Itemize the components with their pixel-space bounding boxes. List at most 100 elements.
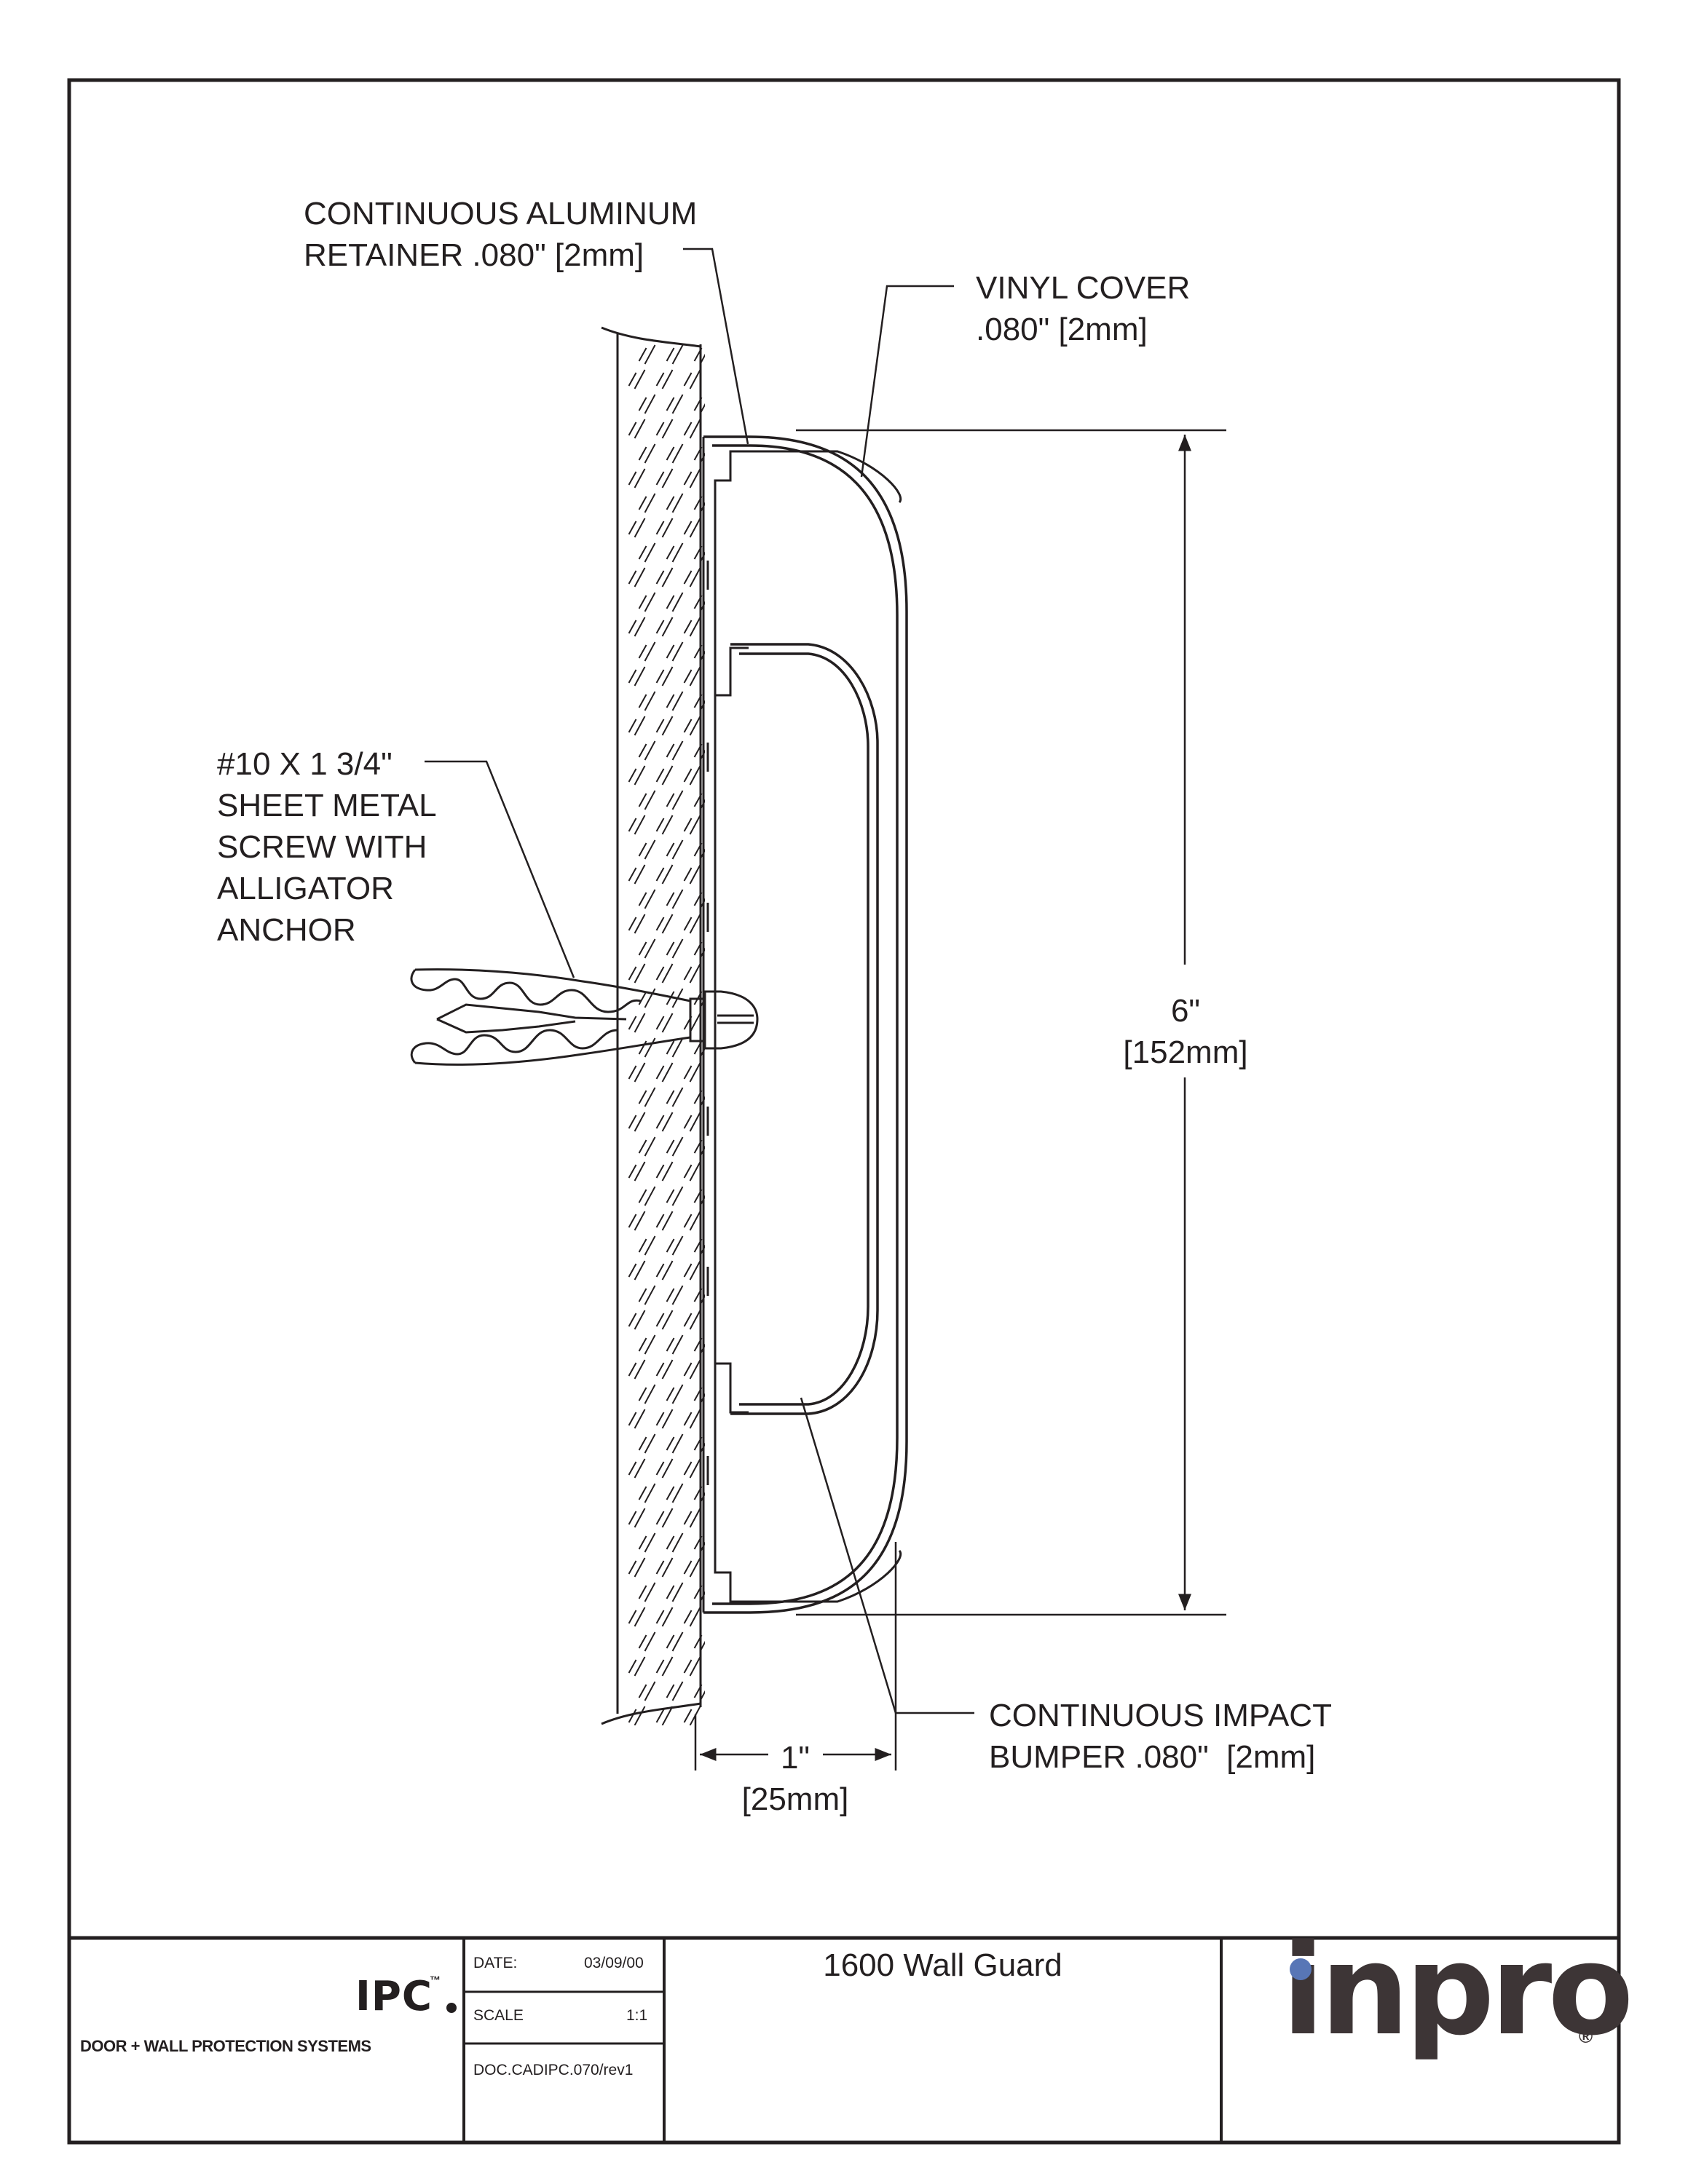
wall-hatch-mark xyxy=(683,1409,701,1429)
wall-hatch-mark xyxy=(666,443,684,464)
wall-hatch-mark xyxy=(683,567,701,587)
wall-hatch-mark xyxy=(666,1334,684,1355)
wall-hatch-mark xyxy=(683,1112,701,1132)
wall-hatch-mark xyxy=(683,1656,701,1677)
wall-hatch-mark xyxy=(628,1260,646,1281)
ipc-logo: IPC xyxy=(355,1973,433,2020)
wall-hatch-mark xyxy=(666,938,684,959)
wall-hatch-mark xyxy=(638,938,656,959)
wall-hatch-mark xyxy=(683,815,701,835)
wall-hatch-mark xyxy=(628,1508,646,1528)
wall-hatch-mark xyxy=(628,1557,646,1578)
wall-hatch-mark xyxy=(693,496,705,513)
vinyl-cover-leader xyxy=(860,285,954,478)
wall-hatch-mark xyxy=(655,1161,674,1182)
wall-hatch-mark xyxy=(638,1334,656,1355)
impact-bumper xyxy=(730,643,879,1415)
wall-hatch-mark xyxy=(655,716,674,736)
wall-hatch-mark xyxy=(655,864,674,885)
height-dimension xyxy=(796,429,1226,1616)
wall-section xyxy=(601,326,705,1725)
vinyl-cover xyxy=(703,435,908,1614)
wall-hatch-mark xyxy=(693,1040,705,1058)
wall-hatch-mark xyxy=(683,1706,701,1725)
wall-hatch-mark xyxy=(628,666,646,687)
wall-hatch-mark xyxy=(693,397,705,414)
wall-hatch-mark xyxy=(638,1532,656,1553)
wall-hatch-mark xyxy=(693,1090,705,1107)
date-label: DATE: xyxy=(473,1955,518,1971)
wall-hatch-mark xyxy=(628,1112,646,1132)
wall-hatch-mark xyxy=(628,1706,646,1725)
wall-hatch-mark xyxy=(628,369,646,389)
doc-number: DOC.CADIPC.070/rev1 xyxy=(473,2062,634,2078)
wall-hatch-mark xyxy=(638,790,656,810)
wall-hatch-mark xyxy=(666,1087,684,1107)
wall-hatch-mark xyxy=(693,892,705,909)
wall-hatch-mark xyxy=(655,1508,674,1528)
wall-hatch-mark xyxy=(683,518,701,538)
wall-hatch-mark xyxy=(666,691,684,711)
wall-hatch-mark xyxy=(666,1235,684,1256)
wall-hatch-mark xyxy=(683,1607,701,1627)
wall-hatch-mark xyxy=(638,1285,656,1305)
wall-hatch-mark xyxy=(666,1631,684,1652)
wall-hatch-mark xyxy=(666,1037,684,1058)
wall-hatch-mark xyxy=(693,941,705,959)
wall-hatch-mark xyxy=(655,1062,674,1083)
wall-hatch-mark xyxy=(628,1656,646,1677)
wall-hatch-mark xyxy=(628,1458,646,1479)
wall-hatch-mark xyxy=(638,1186,656,1206)
wall-hatch-mark xyxy=(683,1062,701,1083)
wall-hatch-mark xyxy=(693,545,705,563)
wall-hatch-mark xyxy=(666,592,684,612)
wall-hatch-mark xyxy=(666,1681,684,1701)
wall-hatch-mark xyxy=(638,691,656,711)
wall-hatch-mark xyxy=(683,716,701,736)
inpro-logo-dot-icon xyxy=(1290,1958,1312,1980)
wall-hatch-mark xyxy=(666,1532,684,1553)
screw-leader xyxy=(425,760,575,978)
wall-hatch-mark xyxy=(655,1211,674,1231)
wall-hatch-mark xyxy=(666,344,684,365)
vinyl-cover-callout: VINYL COVER .080" [2mm] xyxy=(976,270,1191,347)
inpro-registered-mark: ® xyxy=(1579,2025,1593,2047)
wall-hatch xyxy=(628,344,705,1725)
ipc-tagline: DOOR + WALL PROTECTION SYSTEMS xyxy=(80,2037,371,2055)
wall-hatch-mark xyxy=(628,1062,646,1083)
wall-hatch-mark xyxy=(655,1607,674,1627)
wall-hatch-mark xyxy=(693,1436,705,1454)
sheet-border xyxy=(67,78,1621,2145)
wall-hatch-mark xyxy=(638,1087,656,1107)
wall-hatch-mark xyxy=(693,1387,705,1404)
wall-hatch-mark xyxy=(628,1409,646,1429)
wall-hatch-mark xyxy=(628,1211,646,1231)
inpro-logo: inpro xyxy=(1282,1917,1634,2063)
wall-hatch-mark xyxy=(666,1384,684,1404)
wall-hatch-mark xyxy=(666,790,684,810)
wall-hatch-mark xyxy=(693,644,705,662)
wall-hatch-mark xyxy=(638,344,656,365)
wall-hatch-mark xyxy=(693,1634,705,1652)
wall-hatch-mark xyxy=(683,468,701,488)
wall-hatch-mark xyxy=(638,1681,656,1701)
wall-hatch-mark xyxy=(666,889,684,909)
wall-hatch-mark xyxy=(628,1013,646,1033)
wall-hatch-mark xyxy=(693,595,705,612)
wall-hatch-mark xyxy=(655,518,674,538)
wall-hatch-mark xyxy=(638,1433,656,1454)
wall-hatch-mark xyxy=(628,864,646,885)
wall-hatch-mark xyxy=(655,815,674,835)
wall-hatch-mark xyxy=(655,468,674,488)
wall-hatch-mark xyxy=(683,864,701,885)
wall-hatch-mark xyxy=(638,394,656,414)
wall-hatch-mark xyxy=(693,842,705,860)
wall-hatch-mark xyxy=(655,1310,674,1330)
wall-hatch-mark xyxy=(628,617,646,637)
wall-hatch-mark xyxy=(655,1706,674,1725)
wall-hatch-mark xyxy=(638,1483,656,1503)
wall-hatch-mark xyxy=(628,716,646,736)
wall-hatch-mark xyxy=(683,617,701,637)
wall-hatch-mark xyxy=(666,1433,684,1454)
